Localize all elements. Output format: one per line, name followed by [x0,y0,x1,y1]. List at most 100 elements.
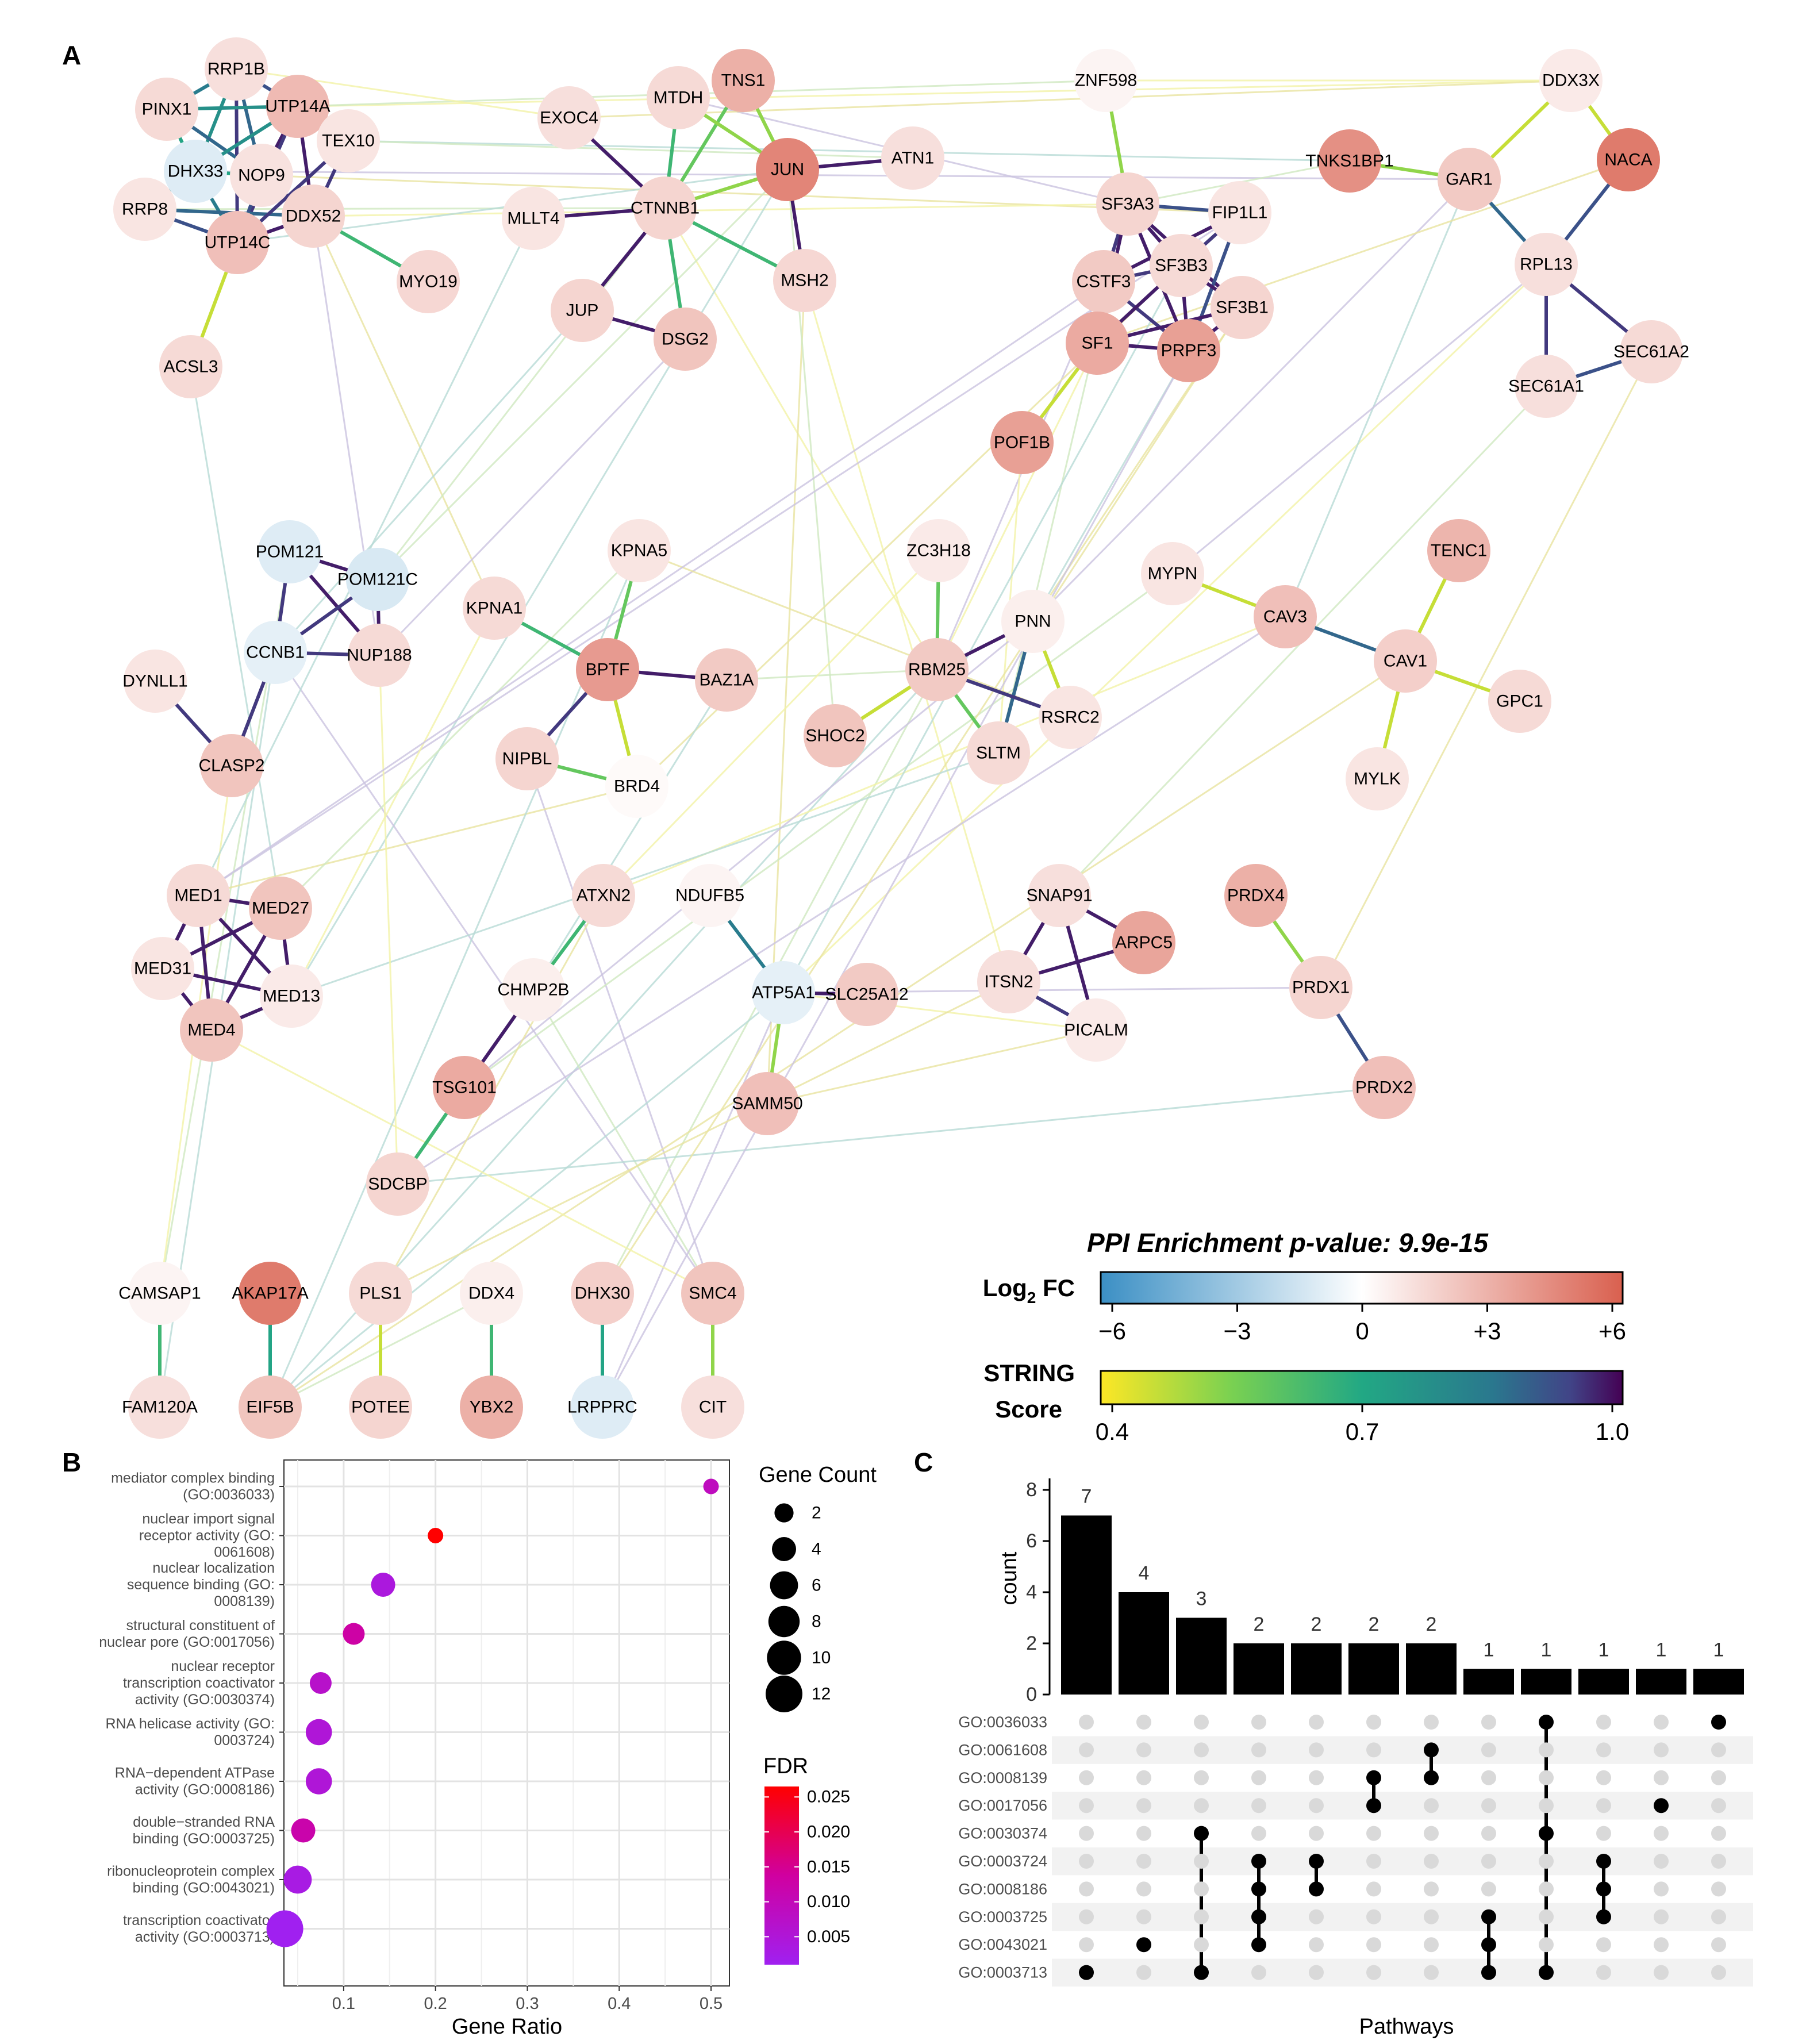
score-tick-label-2: 1.0 [1596,1418,1629,1445]
upset-dot-5-go-0043021 [1366,1937,1381,1953]
upset-bar-label-1: 4 [1139,1562,1150,1584]
node-msh2 [773,249,836,312]
upset-dot-0-go-0003713 [1079,1965,1094,1980]
node-naca [1597,128,1660,191]
node-rsrc2 [1039,686,1102,749]
node-akap17a [239,1262,302,1325]
node-label-dynll1: DYNLL1 [122,672,187,691]
node-pom121c [346,548,409,611]
dotplot-point-3 [343,1623,365,1645]
node-label-myo19: MYO19 [399,272,458,291]
faint-edge-fip1l1-med1 [198,212,1240,897]
node-label-snap91: SNAP91 [1026,886,1092,905]
dotplot-point-4 [309,1672,332,1694]
node-sec61a1 [1515,355,1578,418]
faint-edge-smc4-med4 [211,1029,713,1294]
upset-set-label-go-0008139: GO:0008139 [958,1769,1047,1786]
node-label-chmp2b: CHMP2B [497,981,569,1000]
node-label-samm50: SAMM50 [732,1094,802,1113]
dotplot-xtick-label-0: 0.1 [332,1995,355,2013]
node-pof1b [990,411,1054,474]
upset-bar-9 [1578,1669,1629,1695]
upset-dot-6-go-0008139 [1424,1770,1439,1785]
upset-dot-7-go-0003724 [1481,1854,1496,1869]
upset-set-label-go-0061608: GO:0061608 [958,1741,1047,1758]
panel-letter-a: A [62,40,81,70]
faint-edge-dsg2-nup188 [378,338,686,656]
upset-ytick-label-8: 8 [1026,1479,1037,1501]
gene-count-key-6 [770,1571,798,1600]
node-label-rbm25: RBM25 [908,660,966,679]
fc-tick-label-3: +3 [1474,1317,1501,1344]
node-gar1 [1438,148,1501,211]
node-label-pls1: PLS1 [359,1284,401,1303]
upset-dot-7-go-0003725 [1481,1909,1496,1924]
score-tick-label-0: 0.4 [1096,1418,1129,1445]
node-label-msh2: MSH2 [781,271,828,290]
upset-bar-0 [1061,1515,1112,1695]
node-label-prpf3: PRPF3 [1161,341,1217,360]
node-arpc5 [1112,911,1175,974]
faint-edge-baz1a-rbm25 [726,668,937,681]
upset-dot-0-go-0030374 [1079,1826,1094,1841]
node-label-lrpprc: LRPPRC [567,1398,637,1417]
fc-tick-label-1: −3 [1224,1317,1251,1344]
node-label-pom121c: POM121C [337,570,418,589]
upset-dot-3-go-0008186 [1251,1881,1266,1897]
faint-edge-chmp2b-smc4 [532,989,714,1294]
faint-edge-zc3h18-atxn2 [602,550,940,897]
faint-edge-kpna5-rsrc2 [639,550,1071,719]
node-label-arpc5: ARPC5 [1115,933,1173,952]
upset-dot-6-go-0030374 [1424,1826,1439,1841]
upset-dot-7-go-0017056 [1481,1798,1496,1814]
node-kpna5 [608,519,671,582]
node-label-itsn2: ITSN2 [984,973,1033,992]
upset-row-shade-5 [1052,1847,1753,1876]
upset-dot-6-go-0036033 [1424,1715,1439,1730]
upset-ytick-label-0: 0 [1026,1684,1037,1705]
upset-row-shade-9 [1052,1958,1753,1987]
fdr-tick-label-1: 0.020 [807,1823,850,1842]
node-sec61a2 [1620,320,1683,383]
upset-dot-10-go-0043021 [1654,1937,1669,1953]
node-label-ctnnb1: CTNNB1 [631,199,700,218]
faint-edge-mllt4-med31 [162,218,535,969]
dotplot-point-9 [266,1910,303,1947]
node-label-rpl13: RPL13 [1520,255,1573,274]
upset-matrix [1079,1715,1726,1980]
node-label-ndufb5: NDUFB5 [675,886,744,905]
upset-dot-3-go-0003713 [1251,1965,1266,1980]
node-baz1a [695,648,758,712]
gene-count-key-10 [767,1640,801,1675]
node-znf598 [1074,49,1138,112]
node-kpna1 [463,577,526,640]
upset-dot-10-go-0030374 [1654,1826,1669,1841]
upset-bar-8 [1521,1669,1571,1695]
node-chmp2b [502,958,565,1021]
faint-edge-prdx2-sdcbp [397,1086,1385,1185]
upset-dot-2-go-0036033 [1194,1715,1209,1730]
node-rrp1b [205,37,268,101]
term-label-1-2: 0061608) [214,1544,275,1561]
node-label-potee: POTEE [351,1398,410,1417]
upset-bar-label-7: 1 [1484,1639,1494,1661]
node-prdx2 [1352,1056,1416,1119]
node-label-pnn: PNN [1015,612,1051,631]
log2fc-colorbar [1100,1271,1624,1305]
upset-dot-5-go-0003724 [1366,1854,1381,1869]
upset-dot-5-go-0003725 [1366,1909,1381,1924]
node-gpc1 [1488,670,1551,733]
upset-dot-0-go-0003725 [1079,1909,1094,1924]
upset-bars [1061,1515,1744,1695]
term-label-6-0: RNA−dependent ATPase [115,1765,275,1781]
node-acsl3 [159,335,222,398]
upset-bar-1 [1119,1592,1169,1695]
term-label-1-1: receptor activity (GO: [139,1528,275,1544]
term-label-2-2: 0008139) [214,1593,275,1609]
upset-dot-5-go-0008139 [1366,1770,1381,1785]
fc-tick-label-0: −6 [1098,1317,1126,1344]
upset-dot-0-go-0043021 [1079,1937,1094,1953]
